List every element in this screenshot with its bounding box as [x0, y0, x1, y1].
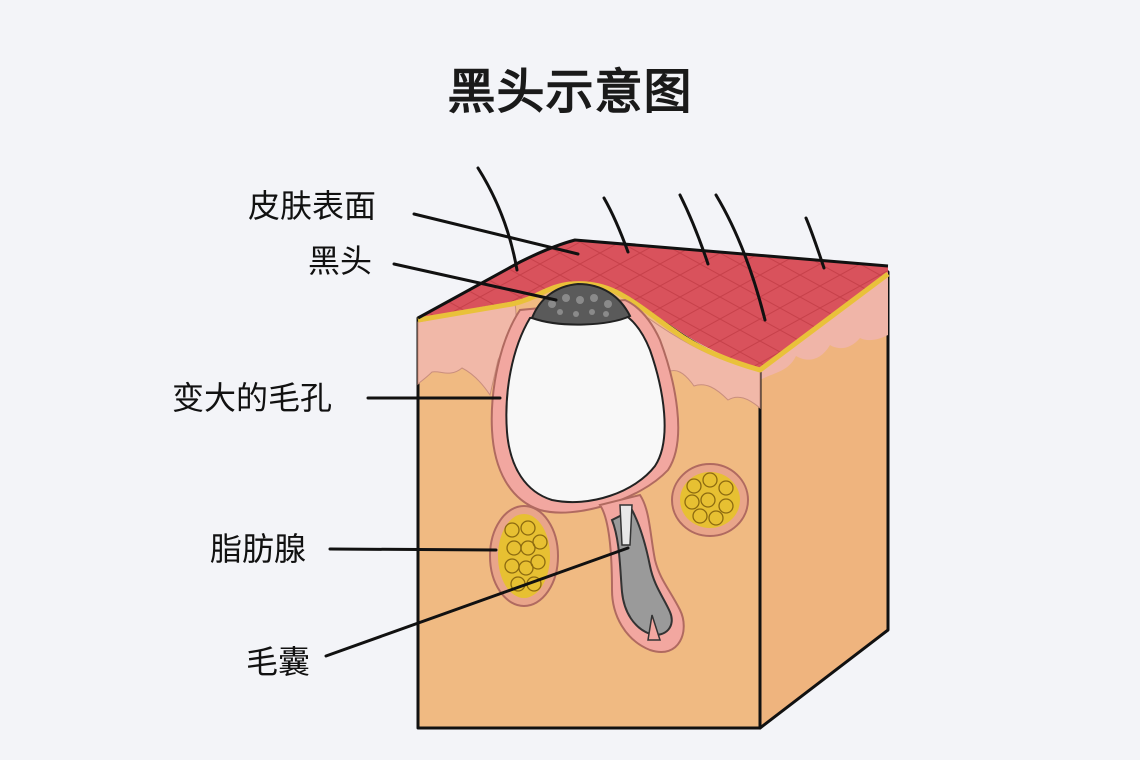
leader-blackhead [392, 262, 558, 302]
blackhead-texture [548, 294, 612, 317]
label-hair-follicle: 毛囊 [246, 643, 311, 681]
leader-hair-follicle [324, 546, 630, 658]
top-outline [417, 238, 889, 320]
leader-skin-surface [412, 212, 580, 256]
hair-shaft [619, 504, 633, 546]
label-enlarged-pore: 变大的毛孔 [172, 379, 333, 417]
skin-surface-texture [418, 240, 888, 368]
surface-rim-line [417, 272, 890, 373]
diagram-title: 黑头示意图 [447, 64, 693, 120]
label-blackhead: 黑头 [308, 242, 373, 280]
sebaceous-gland-left [489, 505, 559, 607]
sebum-plug [505, 310, 666, 504]
follicle-papilla [647, 614, 662, 641]
leader-lines [324, 212, 630, 658]
sebaceous-gland-right [671, 463, 749, 537]
label-skin-surface: 皮肤表面 [248, 187, 377, 225]
leader-sebaceous-gland [328, 547, 498, 552]
label-sebaceous-gland: 脂肪腺 [210, 530, 307, 568]
surface-hairs [476, 166, 826, 322]
